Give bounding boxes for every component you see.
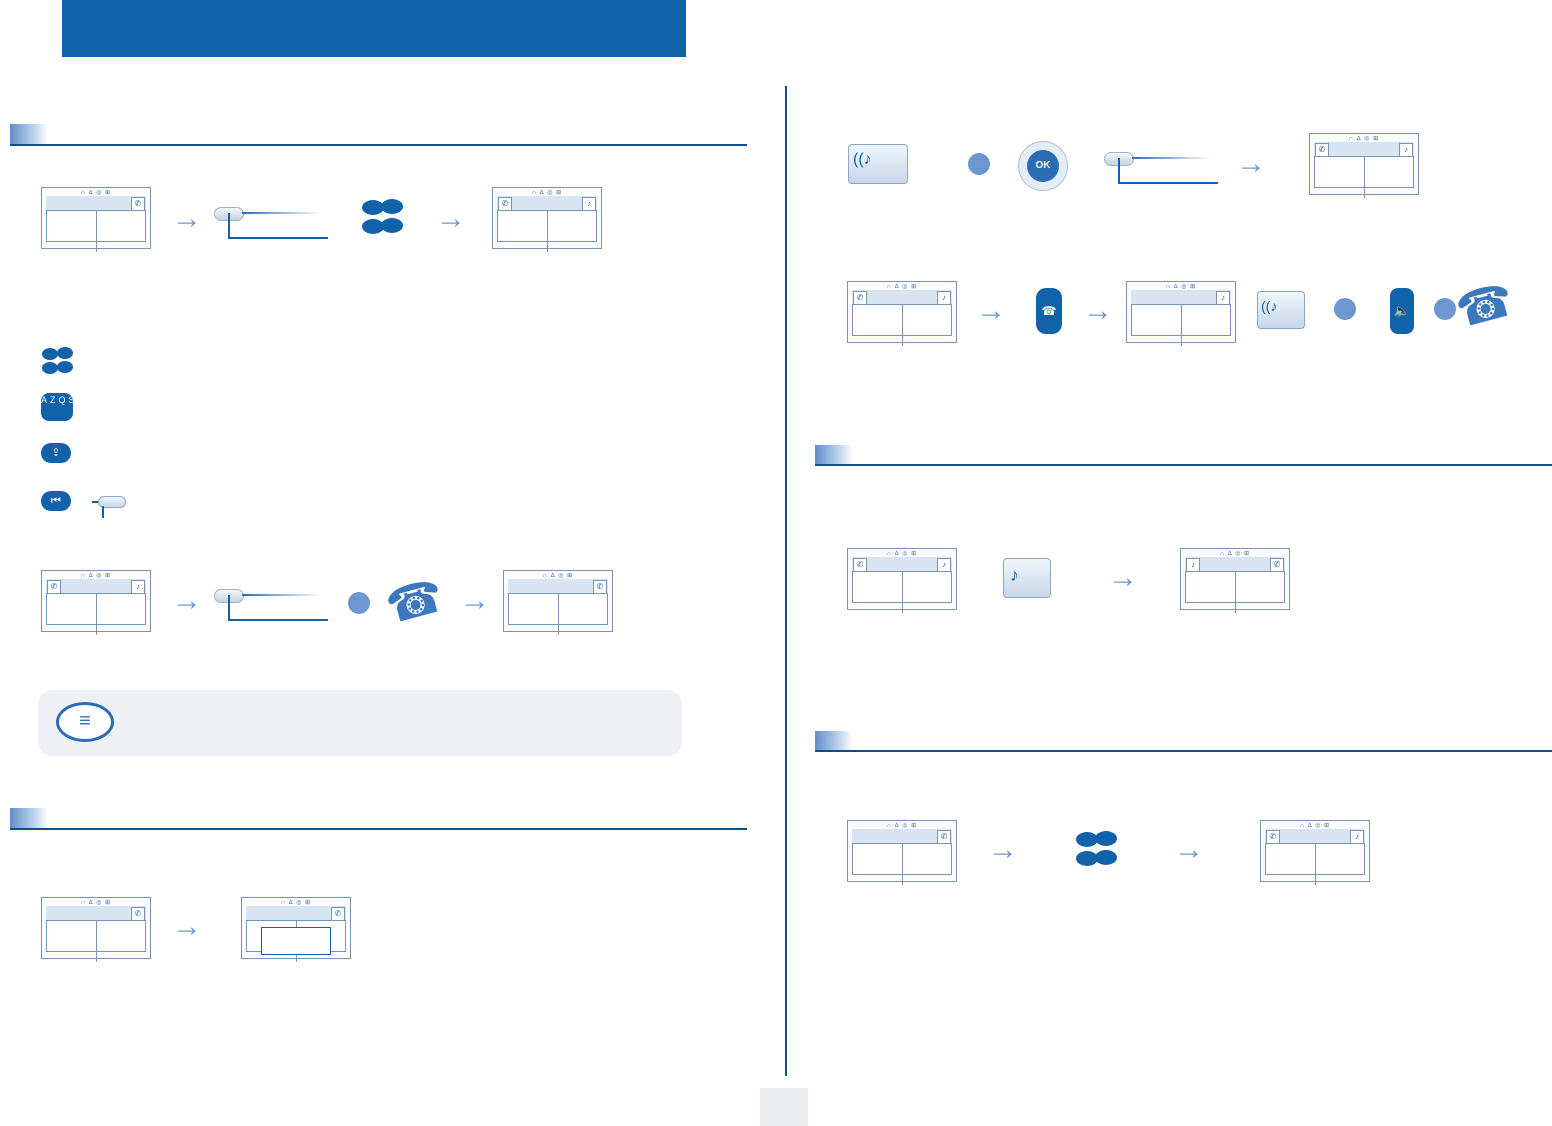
music-tag-icon: ♪ — [1216, 291, 1230, 305]
phone-screen: ∩ ∆ ◎ ⊞ ✆ — [41, 187, 151, 252]
call-tag-icon: ✆ — [131, 907, 145, 921]
arrow-icon: → — [172, 910, 202, 943]
status-icons: ∩ ∆ ◎ ⊞ — [80, 900, 112, 906]
speaker-icon: 🔈 — [1393, 303, 1411, 318]
softkey-button[interactable] — [1104, 144, 1218, 184]
note-box: ≡ — [38, 690, 682, 756]
arrow-icon: → — [1083, 294, 1113, 327]
status-icons: ∩ ∆ ◎ ⊞ — [1348, 136, 1380, 142]
status-icons: ∩ ∆ ◎ ⊞ — [1219, 551, 1251, 557]
phone-screen: ∩ ∆ ◎ ⊞ ✆ ♪ — [847, 281, 957, 346]
music-tag-icon: ♪ — [937, 558, 951, 572]
status-icons: ∩ ∆ ◎ ⊞ — [1299, 823, 1331, 829]
softkey-button[interactable] — [214, 199, 328, 239]
arrow-icon: → — [172, 202, 202, 235]
status-icons: ∩ ∆ ◎ ⊞ — [80, 190, 112, 196]
phone-screen: ∩ ∆ ◎ ⊞ ♪ ✆ — [1180, 548, 1290, 613]
note-icon: ≡ — [56, 702, 114, 742]
handset-up-icon[interactable]: ☎ — [1450, 272, 1520, 338]
music-tag-icon: ♪ — [1399, 143, 1413, 157]
section-tab — [815, 731, 853, 751]
music-tag-icon: ♪ — [1186, 558, 1200, 572]
section-rule — [10, 144, 747, 146]
hangup-key[interactable]: ☎ — [1036, 288, 1062, 334]
music-icon: ♪ — [1010, 565, 1019, 585]
section-rule — [815, 464, 1552, 466]
ring-music-key[interactable]: ((♪ — [1257, 291, 1305, 329]
section-tab — [10, 124, 48, 144]
keypad-icon — [42, 347, 74, 376]
phone-screen: ∩ ∆ ◎ ⊞ ✆ ♪ — [1260, 820, 1370, 885]
status-icons: ∩ ∆ ◎ ⊞ — [542, 573, 574, 579]
call-tag-icon: ✆ — [1266, 830, 1280, 844]
arrow-icon: → — [1108, 561, 1138, 594]
softkey-mini-icon — [92, 492, 128, 518]
phone-screen: ∩ ∆ ◎ ⊞ ✆ — [41, 897, 151, 962]
music-tag-icon: ♪ — [937, 291, 951, 305]
ring-icon: ((♪ — [853, 151, 872, 168]
ok-icon: OK — [1027, 150, 1059, 182]
status-icons: ∩ ∆ ◎ ⊞ — [531, 190, 563, 196]
or-dot — [1434, 298, 1456, 320]
speaker-key[interactable]: 🔈 — [1390, 288, 1414, 334]
arrow-icon: → — [436, 202, 466, 235]
section-rule — [10, 828, 747, 830]
phone-screen: ∩ ∆ ◎ ⊞ ✆ — [503, 570, 613, 635]
call-tag-icon: ✆ — [853, 291, 867, 305]
call-tag-icon: ✆ — [498, 197, 512, 211]
title-banner — [62, 0, 686, 57]
shift-icon: ⇪ — [41, 443, 71, 463]
hold-tag-icon: ✆ — [331, 907, 345, 921]
status-icons: ∩ ∆ ◎ ⊞ — [1165, 284, 1197, 290]
status-icons: ∩ ∆ ◎ ⊞ — [80, 573, 112, 579]
call-tag-icon: ✆ — [1270, 558, 1284, 572]
softkey-button[interactable] — [214, 581, 328, 621]
skip-back-icon: ⏮ — [41, 491, 71, 511]
or-dot — [968, 153, 990, 175]
status-icons: ∩ ∆ ◎ ⊞ — [280, 900, 312, 906]
arrow-icon: → — [460, 584, 490, 617]
page-number-box — [760, 1088, 808, 1126]
status-icons: ∩ ∆ ◎ ⊞ — [886, 551, 918, 557]
section-rule — [815, 750, 1552, 752]
music-tag-icon: ♪ — [131, 580, 145, 594]
phone-screen: ∩ ∆ ◎ ⊞ ✆ — [847, 820, 957, 885]
popup-box — [261, 927, 331, 955]
phone-screen: ∩ ∆ ◎ ⊞ ✆ ♪ — [41, 570, 151, 635]
ring-music-icon: ((♪ — [1261, 298, 1278, 314]
call-tag-icon: ✆ — [131, 197, 145, 211]
phone-screen: ∩ ∆ ◎ ⊞ ✆ ♪ — [1309, 133, 1419, 198]
column-divider — [785, 86, 787, 1076]
keypad-icon[interactable] — [362, 199, 404, 236]
arrow-icon: → — [988, 833, 1018, 866]
or-dot — [348, 592, 370, 614]
status-icons: ∩ ∆ ◎ ⊞ — [886, 823, 918, 829]
call-tag-icon: ✆ — [47, 580, 61, 594]
arrow-icon: → — [1174, 833, 1204, 866]
music-key[interactable]: ♪ — [1003, 558, 1051, 598]
phone-screen: ∩ ∆ ◎ ⊞ ✆ — [241, 897, 351, 962]
arrow-icon: → — [976, 294, 1006, 327]
call-tag-icon: ✆ — [593, 580, 607, 594]
section-tab — [10, 808, 48, 828]
call-tag-icon: ✆ — [853, 558, 867, 572]
call-tag-icon: ✆ — [937, 830, 951, 844]
phone-screen: ∩ ∆ ◎ ⊞ ♪ — [1126, 281, 1236, 346]
handset-down-icon[interactable]: ☎ — [380, 568, 450, 634]
phone-screen: ∩ ∆ ◎ ⊞ ✆ ♪ — [492, 187, 602, 252]
arrow-icon: → — [172, 584, 202, 617]
music-tag-icon: ♪ — [1350, 830, 1364, 844]
music-tag-icon: ♪ — [582, 197, 596, 211]
or-dot — [1334, 298, 1356, 320]
ring-key[interactable]: ((♪ — [848, 144, 908, 184]
handset-icon: ☎ — [1041, 304, 1057, 318]
keypad-icon[interactable] — [1076, 831, 1118, 868]
status-icons: ∩ ∆ ◎ ⊞ — [886, 284, 918, 290]
phone-screen: ∩ ∆ ◎ ⊞ ✆ ♪ — [847, 548, 957, 613]
arrow-icon: → — [1236, 147, 1266, 180]
call-tag-icon: ✆ — [1315, 143, 1329, 157]
section-tab — [815, 445, 853, 465]
nav-ok-button[interactable]: OK — [1018, 141, 1068, 191]
alpha-keypad-icon: AZQS — [41, 393, 75, 421]
